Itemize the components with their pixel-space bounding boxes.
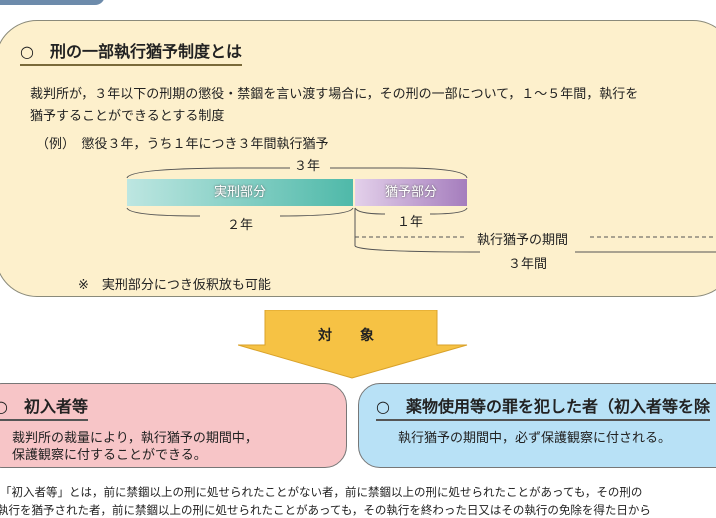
drug-offender-box [358, 383, 716, 468]
first-offender-title: ○ 初入者等 [0, 393, 88, 421]
header-tab [0, 0, 105, 5]
down-arrow-icon [238, 310, 468, 379]
parole-note: ※ 実刑部分につき仮釈放も可能 [78, 278, 271, 293]
first-offender-line2: 保護観察に付することができる。 [12, 448, 207, 463]
definition-title: ○ 刑の一部執行猶予制度とは [20, 38, 242, 66]
period-years: ３年間 [508, 257, 548, 272]
drug-offender-title: ○ 薬物使用等の罪を犯した者（初入者等を除 [376, 393, 710, 421]
footnote-line2: 執行を猶予された者，前に禁錮以上の刑に処せられたことがあっても，その執行を終わっ… [0, 503, 651, 517]
first-offender-line1: 裁判所の裁量により，執行猶予の期間中， [12, 431, 258, 446]
target-label: 対 象 [318, 328, 374, 344]
real-part-bar: 実刑部分 [127, 179, 353, 206]
definition-line1: 裁判所が，３年以下の刑期の懲役・禁錮を言い渡す場合に，その刑の一部について，１～… [30, 87, 639, 102]
suspended-part-bar: 猶予部分 [355, 179, 467, 206]
drug-offender-line1: 執行猶予の期間中，必ず保護観察に付される。 [398, 431, 672, 446]
footnote-line1: 「初入者等」とは，前に禁錮以上の刑に処せられたことがない者，前に禁錮以上の刑に処… [0, 485, 643, 499]
period-label: 執行猶予の期間 [477, 233, 569, 248]
real-years: ２年 [227, 218, 254, 233]
example-text: （例） 懲役３年，うち１年につき３年間執行猶予 [36, 137, 329, 152]
definition-line2: 猶予することができるとする制度 [30, 109, 225, 124]
braces [126, 167, 716, 253]
total-years: ３年 [294, 159, 321, 174]
suspended-years: １年 [397, 215, 424, 230]
definition-panel [0, 20, 716, 297]
first-offender-box [0, 383, 347, 468]
